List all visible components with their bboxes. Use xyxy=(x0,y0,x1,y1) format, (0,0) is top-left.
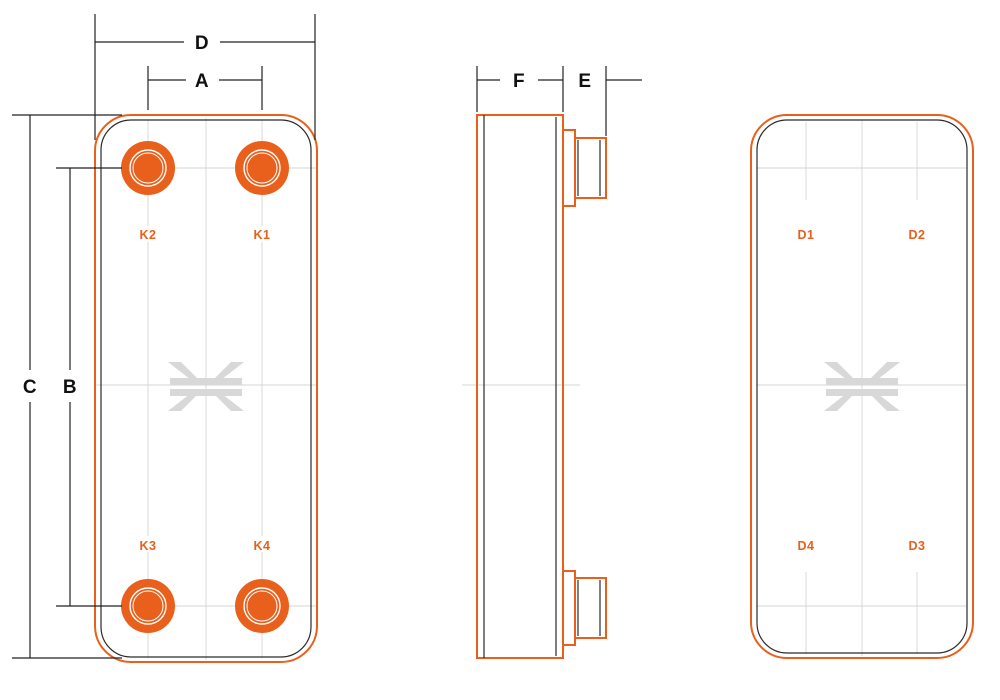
port-label-k4: K4 xyxy=(254,539,271,553)
dimension-c: C xyxy=(12,114,122,659)
dimension-label-b: B xyxy=(63,377,77,398)
port-label-d3: D3 xyxy=(909,539,926,553)
port-connection-icon xyxy=(121,579,175,633)
dimension-label-e: E xyxy=(578,71,591,92)
dimension-label-a: A xyxy=(195,71,209,92)
port-connection-icon xyxy=(235,579,289,633)
front-view: K2 K1 K3 K4 D A xyxy=(12,14,318,663)
port-label-k3: K3 xyxy=(140,539,157,553)
dimension-d: D xyxy=(94,14,316,140)
port-label-d2: D2 xyxy=(909,228,926,242)
dimension-a: A xyxy=(147,66,263,110)
port-label-d1: D1 xyxy=(798,228,815,242)
dimension-label-d: D xyxy=(195,33,209,54)
port-connection-icon xyxy=(235,141,289,195)
port-label-d4: D4 xyxy=(798,539,815,553)
front-plate-inner xyxy=(100,119,312,658)
dimension-label-f: F xyxy=(513,71,525,92)
port-label-k2: K2 xyxy=(140,228,157,242)
side-connector-top xyxy=(562,129,607,207)
port-label-k1: K1 xyxy=(254,228,271,242)
dimension-b: B xyxy=(56,167,122,607)
side-plate-outline xyxy=(476,114,564,659)
dimension-f: F xyxy=(476,66,564,112)
rear-plate-inner xyxy=(756,119,968,654)
port-connection-icon xyxy=(121,141,175,195)
brand-logo-icon xyxy=(824,362,900,411)
side-view: F E xyxy=(462,66,642,659)
brand-logo-icon xyxy=(168,362,244,411)
front-plate-outline xyxy=(94,114,318,663)
side-connector-bottom xyxy=(562,570,607,646)
rear-view: D1 D2 D4 D3 xyxy=(750,114,974,659)
rear-plate-outline xyxy=(750,114,974,659)
dimension-e: E xyxy=(578,66,642,136)
rear-guides xyxy=(756,120,966,656)
dimension-label-c: C xyxy=(23,377,37,398)
